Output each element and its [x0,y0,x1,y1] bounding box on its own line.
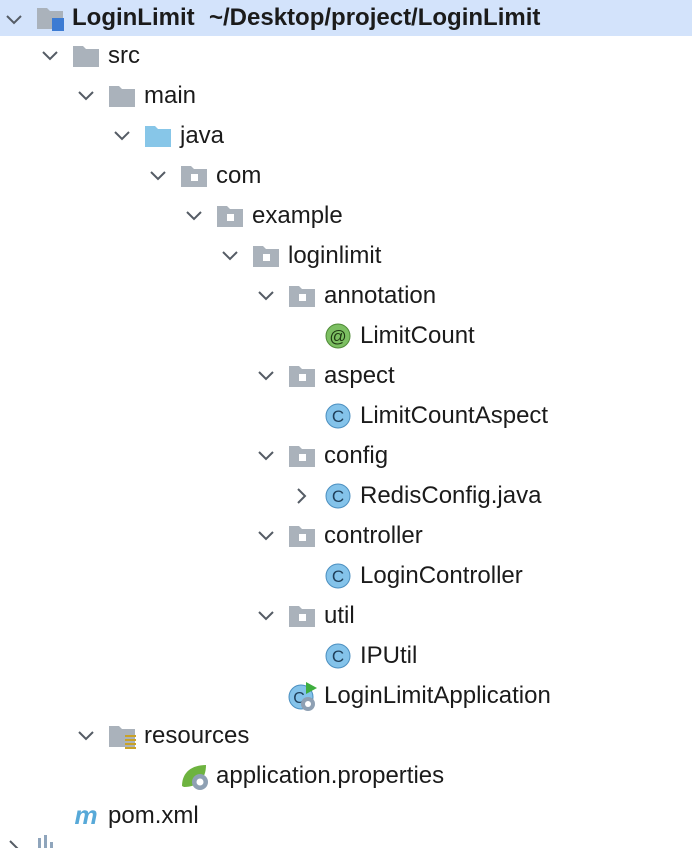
package-icon [250,240,282,272]
tree-row[interactable]: src [0,36,692,76]
tree-root-row[interactable]: LoginLimit ~/Desktop/project/LoginLimit [0,0,692,36]
tree-row-label: main [144,82,197,109]
package-icon [214,200,246,232]
tree-row-label: RedisConfig.java [360,482,542,509]
tree-row-label: LimitCountAspect [360,402,549,429]
package-icon [286,360,318,392]
tree-row[interactable]: com [0,156,692,196]
tree-row-label: application.properties [216,762,445,789]
tree-row[interactable]: C LimitCountAspect [0,396,692,436]
chevron-down-icon[interactable] [254,524,278,548]
folder-icon [70,40,102,72]
tree-row[interactable]: config [0,436,692,476]
package-icon [286,280,318,312]
package-icon [286,520,318,552]
svg-text:@: @ [329,327,346,346]
tree-row-label: LimitCount [360,322,475,349]
chevron-down-icon[interactable] [74,724,98,748]
tree-row-label: pom.xml [108,802,199,829]
chevron-down-icon[interactable] [110,124,134,148]
tree-row[interactable]: controller [0,516,692,556]
tree-row[interactable]: C LoginController [0,556,692,596]
source-root-folder-icon [142,120,174,152]
tree-row[interactable]: m pom.xml [0,796,692,836]
chevron-down-icon[interactable] [254,364,278,388]
svg-text:C: C [332,407,344,426]
tree-row[interactable]: example [0,196,692,236]
class-icon: C [322,640,354,672]
chevron-down-icon[interactable] [2,8,26,32]
tree-row-label: LoginController [360,562,523,589]
tree-root-path: ~/Desktop/project/LoginLimit [209,4,541,31]
chevron-down-icon[interactable] [218,244,242,268]
tree-row-label: controller [324,522,423,549]
tree-row-label: com [216,162,262,189]
package-icon [286,600,318,632]
external-libraries-icon [34,834,66,848]
svg-text:C: C [293,690,305,707]
tree-row-label: example [252,202,343,229]
tree-row[interactable]: C RedisConfig.java [0,476,692,516]
svg-text:m: m [74,800,97,830]
tree-row-label: aspect [324,362,395,389]
tree-row-label: resources [144,722,250,749]
folder-icon [106,80,138,112]
tree-row-label: IPUtil [360,642,418,669]
chevron-down-icon[interactable] [254,604,278,628]
class-icon: C [322,560,354,592]
tree-row-label: util [324,602,355,629]
tree-row[interactable] [0,834,692,848]
tree-row-label: loginlimit [288,242,382,269]
class-icon: C [322,400,354,432]
tree-row[interactable]: main [0,76,692,116]
svg-text:C: C [332,487,344,506]
tree-row[interactable]: util [0,596,692,636]
chevron-right-icon[interactable] [2,836,26,848]
maven-icon: m [70,800,102,832]
chevron-down-icon[interactable] [254,444,278,468]
tree-row-label: java [180,122,225,149]
tree-row-label: LoginLimitApplication [324,682,551,709]
tree-row[interactable]: java [0,116,692,156]
tree-row[interactable]: resources [0,716,692,756]
chevron-down-icon[interactable] [182,204,206,228]
tree-row-label: LoginLimit [72,4,195,31]
tree-row-label: src [108,42,140,69]
package-icon [178,160,210,192]
chevron-down-icon[interactable] [38,44,62,68]
chevron-right-icon[interactable] [290,484,314,508]
spring-boot-class-icon: C [286,680,318,712]
class-icon: C [322,480,354,512]
chevron-down-icon[interactable] [146,164,170,188]
tree-row[interactable]: C LoginLimitApplication [0,676,692,716]
spring-properties-icon [178,760,210,792]
annotation-icon: @ [322,320,354,352]
tree-row[interactable]: loginlimit [0,236,692,276]
tree-row[interactable]: @ LimitCount [0,316,692,356]
svg-text:C: C [332,647,344,666]
tree-row[interactable]: C IPUtil [0,636,692,676]
tree-row[interactable]: annotation [0,276,692,316]
svg-text:C: C [332,567,344,586]
tree-row[interactable]: application.properties [0,756,692,796]
chevron-down-icon[interactable] [254,284,278,308]
tree-row-label: annotation [324,282,437,309]
chevron-down-icon[interactable] [74,84,98,108]
resources-folder-icon [106,720,138,752]
tree-row[interactable]: aspect [0,356,692,396]
module-folder-icon [34,2,66,34]
package-icon [286,440,318,472]
tree-row-label: config [324,442,389,469]
